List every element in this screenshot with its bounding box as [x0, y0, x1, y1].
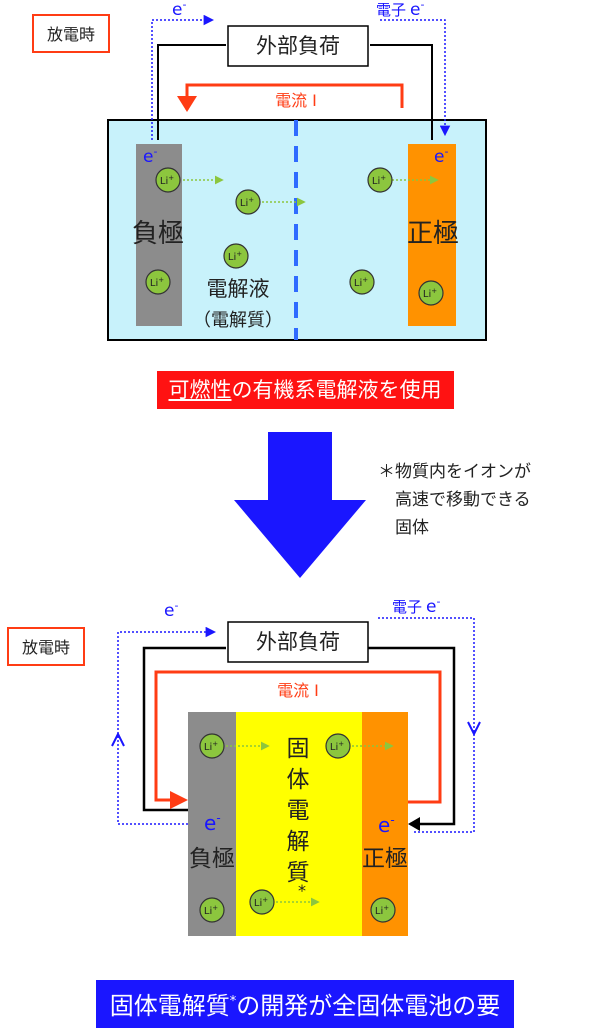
footnote-line: 高速で移動できる: [378, 490, 531, 510]
top-wire-right: [370, 44, 433, 140]
bottom-anode-label: 負極: [189, 846, 235, 872]
bottom-cathode-label: 正極: [362, 846, 408, 872]
svg-text:Li+: Li+: [204, 740, 218, 753]
li-ion: Li+: [367, 167, 393, 193]
bottom-banner-wrap: 固体電解質*の開発が全固体電池の要: [0, 980, 610, 1028]
svg-text:Li+: Li+: [354, 276, 368, 289]
bottom-wire-right: [368, 646, 456, 826]
svg-text:Li+: Li+: [423, 287, 437, 300]
svg-text:Li+: Li+: [160, 174, 174, 187]
top-cathode-electron: e-: [434, 145, 448, 167]
svg-text:Li+: Li+: [204, 904, 218, 917]
li-ion: Li+: [199, 897, 225, 923]
top-anode-label: 負極: [132, 219, 184, 249]
top-banner: 可燃性の有機系電解液を使用: [156, 371, 454, 409]
svg-text:*: *: [298, 881, 306, 900]
bottom-anode-electron: e-: [204, 811, 221, 835]
li-ion: Li+: [249, 889, 275, 915]
top-electron-path-left: [151, 14, 215, 140]
top-wire-left: [157, 44, 226, 140]
bottom-electron-arrow-down: [467, 721, 481, 737]
bottom-load-label: 外部負荷: [256, 630, 340, 654]
bottom-mode-box: [7, 627, 85, 666]
bottom-current-label: 電流 I: [277, 681, 319, 700]
top-anode-electron: e-: [143, 145, 157, 167]
transition-down-arrow-icon: [234, 432, 366, 578]
bottom-banner-asterisk: *: [229, 994, 237, 1009]
bottom-load-box: [227, 621, 369, 663]
bottom-current-arrowhead: [170, 791, 188, 809]
top-banner-wrap: 可燃性の有機系電解液を使用: [0, 371, 610, 409]
li-ion: Li+: [418, 280, 444, 306]
footnote-line: ＊物質内をイオンが: [378, 462, 531, 482]
li-ion: Li+: [199, 733, 225, 759]
top-electron-label-left: e-: [172, 0, 186, 20]
li-ion: Li+: [235, 189, 261, 215]
top-load-box: [227, 25, 369, 67]
top-mode-label: 放電時: [47, 25, 95, 44]
svg-text:Li+: Li+: [375, 904, 389, 917]
top-mode-box: [32, 14, 110, 53]
bottom-cathode-electron: e-: [378, 813, 395, 837]
top-electrolyte-label: 電解液: [207, 277, 270, 301]
top-cathode-label: 正極: [407, 219, 459, 249]
li-ion: Li+: [155, 167, 181, 193]
bottom-electron-path-left: [117, 626, 217, 825]
top-banner-text: の有機系電解液を使用: [231, 378, 442, 402]
bottom-electron-arrow-up: [111, 731, 125, 747]
svg-text:Li+: Li+: [228, 250, 242, 263]
svg-text:Li+: Li+: [330, 740, 344, 753]
footnote-line: 固体: [378, 518, 429, 538]
top-banner-highlight: 可燃性: [168, 378, 232, 402]
li-ion: Li+: [223, 243, 249, 269]
svg-text:電: 電: [287, 798, 310, 824]
bottom-electron-label-left: e-: [164, 599, 178, 621]
bottom-wire-arrowhead: [408, 817, 420, 831]
top-electrolyte-sublabel: （電解質）: [193, 310, 283, 331]
svg-text:質: 質: [287, 860, 310, 886]
svg-text:Li+: Li+: [372, 174, 386, 187]
li-ion: Li+: [145, 269, 171, 295]
top-load-label: 外部負荷: [256, 34, 340, 58]
svg-text:体: 体: [287, 767, 310, 793]
top-current-label: 電流 I: [275, 91, 317, 110]
top-ions: Li+ Li+ Li+ Li+ Li+ Li+ Li+: [145, 167, 444, 306]
top-electron-path-right: [380, 19, 451, 137]
bottom-banner-text-1: 固体電解質: [109, 992, 230, 1020]
bottom-ions: Li+ Li+ Li+ Li+ Li+: [199, 733, 396, 923]
svg-text:Li+: Li+: [254, 896, 268, 909]
bottom-current-path: [154, 670, 442, 804]
bottom-banner-text-2: の開発が全固体電池の要: [236, 992, 501, 1020]
bottom-banner: 固体電解質*の開発が全固体電池の要: [95, 980, 515, 1028]
svg-text:解: 解: [287, 829, 310, 855]
top-current-arrowhead: [177, 96, 197, 112]
svg-text:Li+: Li+: [150, 276, 164, 289]
svg-text:固: 固: [287, 736, 310, 762]
footnote: ＊物質内をイオンが 高速で移動できる 固体: [378, 458, 531, 542]
bottom-electron-path-right: [378, 617, 475, 833]
bottom-mode-label: 放電時: [22, 638, 70, 657]
li-ion: Li+: [370, 897, 396, 923]
svg-text:Li+: Li+: [240, 196, 254, 209]
li-ion: Li+: [349, 269, 375, 295]
bottom-solid-electrolyte-label: 固 体 電 解 質 *: [287, 736, 310, 900]
li-ion: Li+: [325, 733, 351, 759]
bottom-wire-left: [142, 646, 226, 812]
